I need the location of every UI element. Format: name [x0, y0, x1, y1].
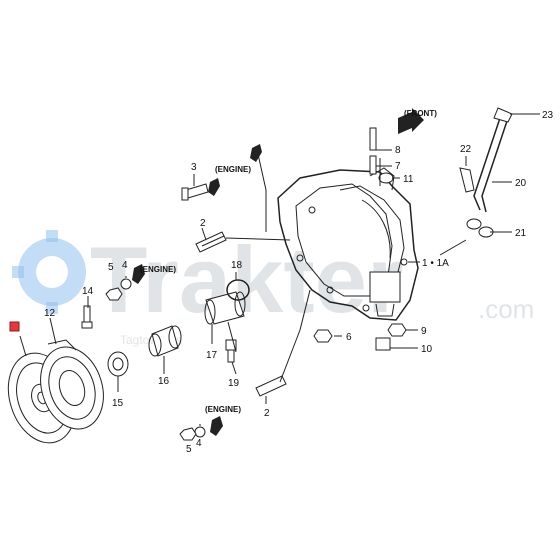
- callout-8: 8: [395, 145, 401, 156]
- callout-23: 23: [542, 110, 554, 121]
- bolt: [387, 323, 407, 337]
- engine-label-top: (ENGINE): [215, 165, 251, 174]
- pressure-plate: [40, 339, 104, 430]
- callout-10: 10: [421, 344, 433, 355]
- gear-logo-icon: [12, 230, 86, 314]
- watermark-brand: Trakter: [90, 227, 404, 332]
- engine-label-bottom: (ENGINE): [205, 405, 241, 414]
- stud-bolt: [255, 375, 287, 397]
- engine-arrow-icon: [208, 144, 262, 196]
- callout-3: 3: [191, 162, 197, 173]
- callout-15: 15: [112, 398, 124, 409]
- callout-4-bottom: 4: [196, 438, 202, 449]
- bolt: [81, 305, 93, 329]
- bolt: [225, 339, 237, 363]
- callout-5-bottom: 5: [186, 444, 192, 455]
- callout-4-top: 4: [122, 260, 128, 271]
- plug: [375, 337, 391, 351]
- nut-washer: [179, 426, 206, 441]
- callout-2-top: 2: [200, 218, 206, 229]
- callout-19: 19: [228, 378, 240, 389]
- highlight-marker: [9, 321, 20, 332]
- callout-7: 7: [395, 161, 401, 172]
- callout-2-bottom: 2: [264, 408, 270, 419]
- nut-washer: [105, 278, 132, 301]
- callout-1-1a: 1 • 1A: [422, 258, 449, 269]
- callout-22: 22: [460, 144, 472, 155]
- bolt: [181, 183, 209, 201]
- callout-17: 17: [206, 350, 218, 361]
- plug: [378, 172, 394, 184]
- leader-lines: [19, 113, 540, 426]
- callout-9: 9: [421, 326, 427, 337]
- engine-label-mid: (ENGINE): [140, 265, 176, 274]
- dowel-pin: [369, 155, 377, 175]
- callout-16: 16: [158, 376, 170, 387]
- callout-21: 21: [515, 228, 527, 239]
- front-label: (FRONT): [404, 109, 437, 118]
- o-ring: [226, 279, 250, 301]
- dowel-pin: [369, 127, 377, 151]
- bolt: [313, 329, 333, 343]
- callout-20: 20: [515, 178, 527, 189]
- callout-14: 14: [82, 286, 94, 297]
- callout-12: 12: [44, 308, 56, 319]
- bracket: [459, 167, 475, 193]
- bearing-hub: [148, 325, 182, 357]
- callout-5-top: 5: [108, 262, 114, 273]
- callout-6: 6: [346, 332, 352, 343]
- watermark: Trakter .com Tagtow lidis: [12, 227, 534, 347]
- engine-arrow-icon: [132, 264, 145, 284]
- callout-11: 11: [403, 174, 414, 185]
- front-arrow-icon: [398, 108, 424, 134]
- stud-bolt: [195, 231, 227, 253]
- release-bearing: [107, 351, 129, 377]
- engine-arrow-icon: [210, 416, 223, 436]
- callout-18: 18: [231, 260, 243, 271]
- dipstick-tube: [473, 107, 513, 213]
- o-ring: [466, 218, 482, 230]
- watermark-suffix: .com: [478, 294, 534, 324]
